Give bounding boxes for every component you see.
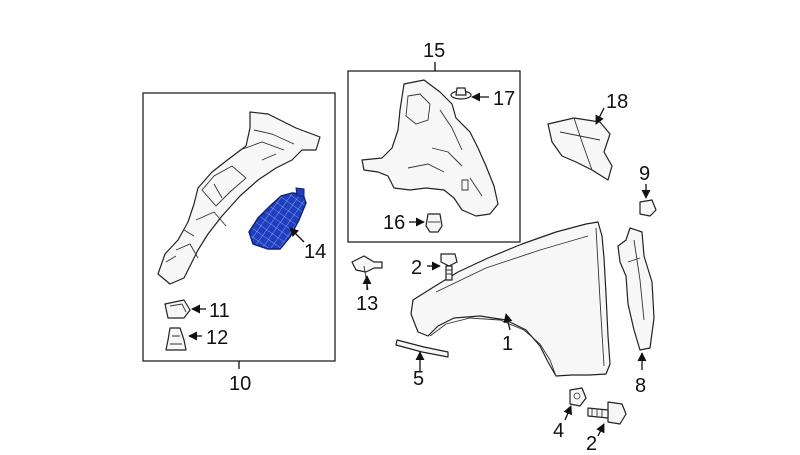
callout-14: 14	[304, 241, 326, 263]
leader-14	[289, 227, 305, 243]
callout-10: 10	[229, 373, 251, 395]
callout-2-lower: 2	[586, 433, 597, 450]
clip-11	[164, 299, 191, 319]
fender-liner	[157, 111, 321, 285]
callout-1: 1	[502, 333, 513, 355]
nut-4	[569, 387, 587, 407]
group-box-15	[347, 70, 521, 243]
clip-16	[425, 213, 443, 233]
clip-9	[639, 199, 657, 217]
bolt-2-upper	[440, 253, 458, 281]
clip-12	[165, 327, 187, 351]
leader-18	[595, 107, 605, 125]
splash-shield	[361, 79, 499, 217]
bolt-2-lower	[587, 401, 627, 425]
clip-17	[450, 87, 472, 100]
callout-16: 16	[383, 212, 405, 234]
bracket-18	[547, 117, 613, 181]
seal-8	[617, 227, 655, 351]
sill-molding-5	[395, 339, 449, 358]
callout-13: 13	[356, 293, 378, 315]
fender-panel	[410, 221, 611, 377]
callout-9: 9	[639, 163, 650, 185]
callout-12: 12	[206, 327, 228, 349]
callout-8: 8	[635, 375, 646, 397]
leader-2-lower	[596, 423, 605, 437]
liner-insert-mesh-highlighted	[248, 187, 307, 250]
callout-4: 4	[553, 420, 564, 442]
callout-5: 5	[413, 368, 424, 390]
callout-2-upper: 2	[411, 257, 422, 279]
leader-4	[563, 405, 572, 421]
callout-18: 18	[606, 91, 628, 113]
callout-17: 17	[493, 88, 515, 110]
callout-15: 15	[423, 40, 445, 62]
callout-11: 11	[209, 300, 230, 322]
leader-1	[503, 313, 513, 331]
